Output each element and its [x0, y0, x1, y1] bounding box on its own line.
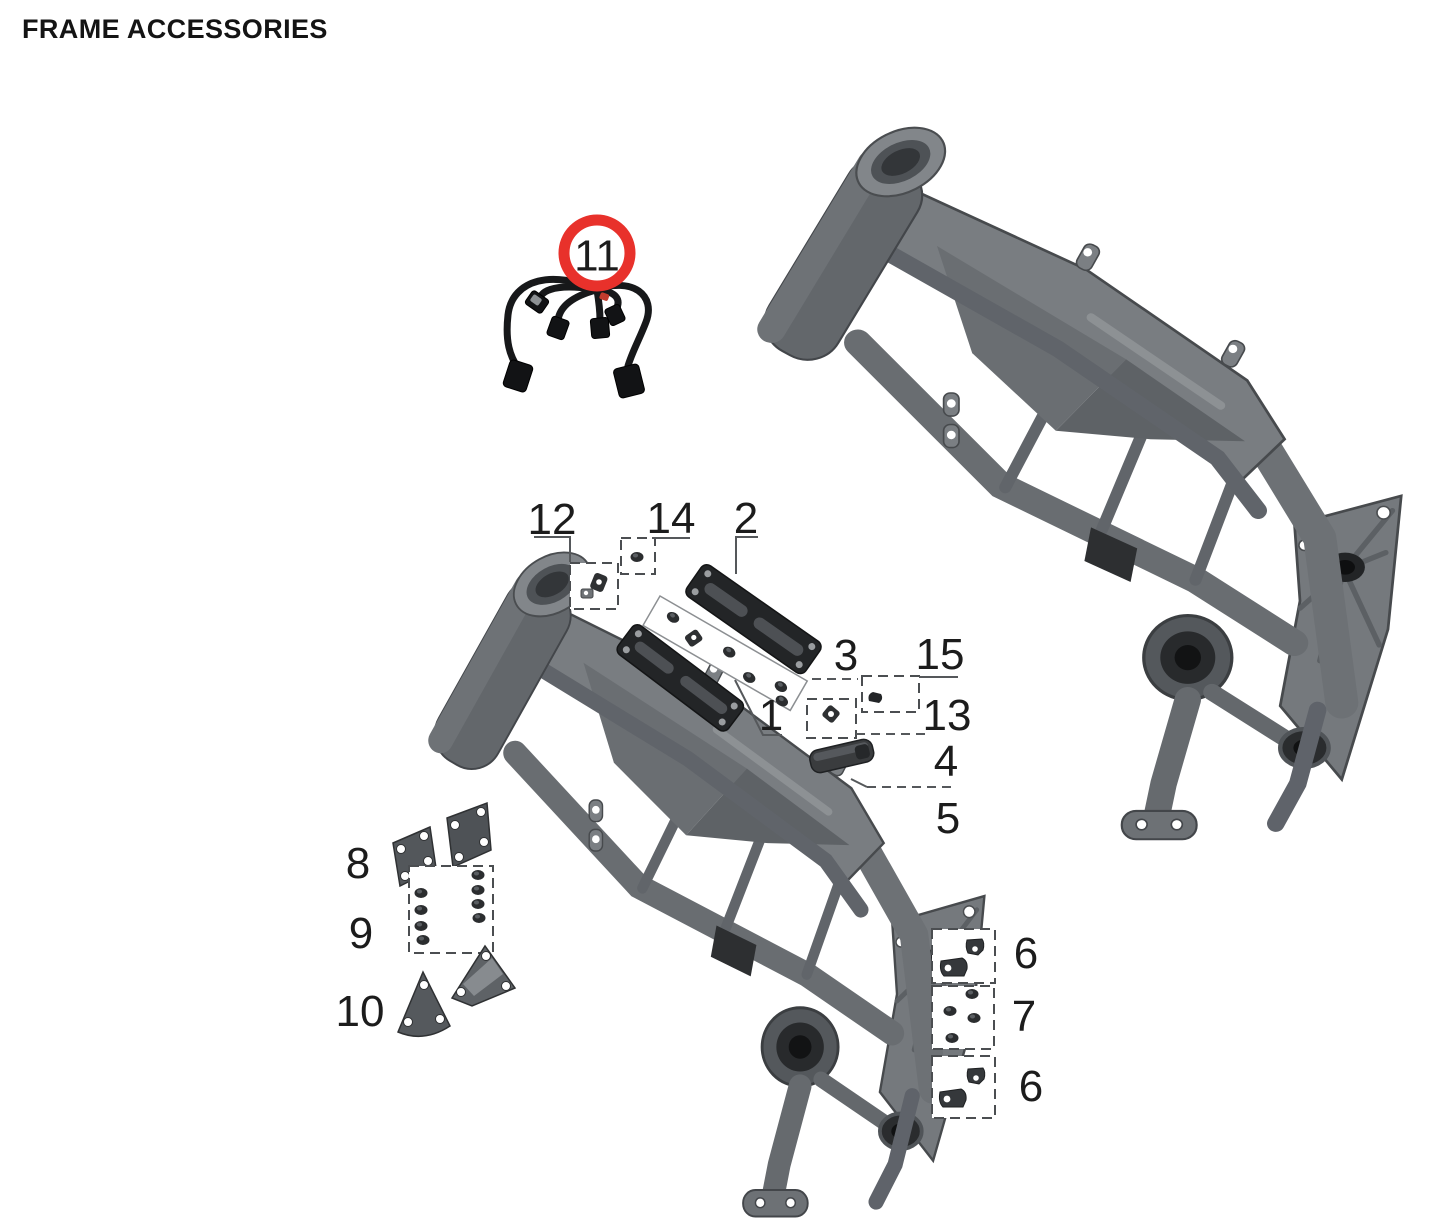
callout-15: 15 — [916, 630, 965, 679]
callout-7: 7 — [1012, 992, 1036, 1041]
gusset-plate-10b — [450, 944, 517, 1007]
callout-3: 3 — [834, 631, 858, 680]
part-box-7 — [931, 985, 995, 1050]
wiring-harness-part — [502, 275, 652, 399]
part-box-9 — [408, 865, 494, 954]
part-box-14 — [620, 537, 656, 575]
callout-4: 4 — [934, 737, 958, 786]
rubber-pad-4 — [809, 738, 875, 774]
mount-plate-2 — [685, 563, 822, 675]
part-box-6-top — [931, 928, 996, 984]
callout-1: 1 — [759, 691, 783, 740]
callout-5: 5 — [936, 794, 960, 843]
callout-6-top: 6 — [1014, 929, 1038, 978]
callout-8: 8 — [346, 839, 370, 888]
part-box-13 — [806, 698, 857, 739]
leader-line-4a — [850, 778, 868, 788]
callout-2: 2 — [734, 494, 758, 543]
callout-13: 13 — [923, 691, 972, 740]
fastener-tray-3 — [641, 594, 809, 712]
callout-9: 9 — [349, 909, 373, 958]
page-title: FRAME ACCESSORIES — [22, 14, 328, 44]
callout-6-bottom: 6 — [1019, 1062, 1043, 1111]
part-box-6-bottom — [931, 1055, 996, 1119]
harness-metal-bracket — [530, 294, 542, 306]
leader-line-1 — [734, 679, 782, 736]
part-box-12 — [569, 562, 619, 610]
leader-line-2 — [735, 536, 758, 574]
gusset-plate-10a — [397, 970, 451, 1038]
part-box-15 — [861, 675, 920, 713]
callout-14: 14 — [647, 494, 696, 543]
callout-11: 11 — [574, 232, 620, 281]
bracket-plate-8b — [446, 801, 492, 869]
mount-plate-1 — [616, 624, 745, 732]
callout-12: 12 — [528, 495, 577, 544]
leader-line-12 — [534, 536, 571, 562]
harness-red-tape — [599, 292, 610, 301]
highlight-ring: 11 — [558, 214, 636, 292]
callout-10: 10 — [336, 987, 385, 1036]
